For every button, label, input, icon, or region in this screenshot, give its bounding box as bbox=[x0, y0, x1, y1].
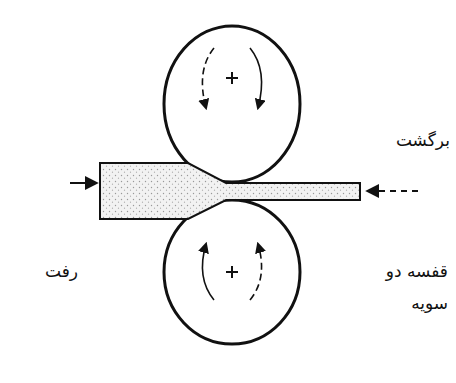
rotation-arrows bbox=[202, 48, 261, 300]
workpiece bbox=[100, 163, 360, 219]
roll-centers bbox=[226, 72, 238, 278]
return-label: برگشت bbox=[360, 124, 450, 156]
forward-arrow bbox=[70, 182, 96, 184]
return-arrow bbox=[368, 190, 418, 192]
stand-label: قفسه دو سویه bbox=[364, 255, 448, 320]
upper-roll bbox=[164, 26, 300, 182]
lower-roll bbox=[164, 200, 300, 344]
forward-label: رفت bbox=[18, 255, 78, 287]
